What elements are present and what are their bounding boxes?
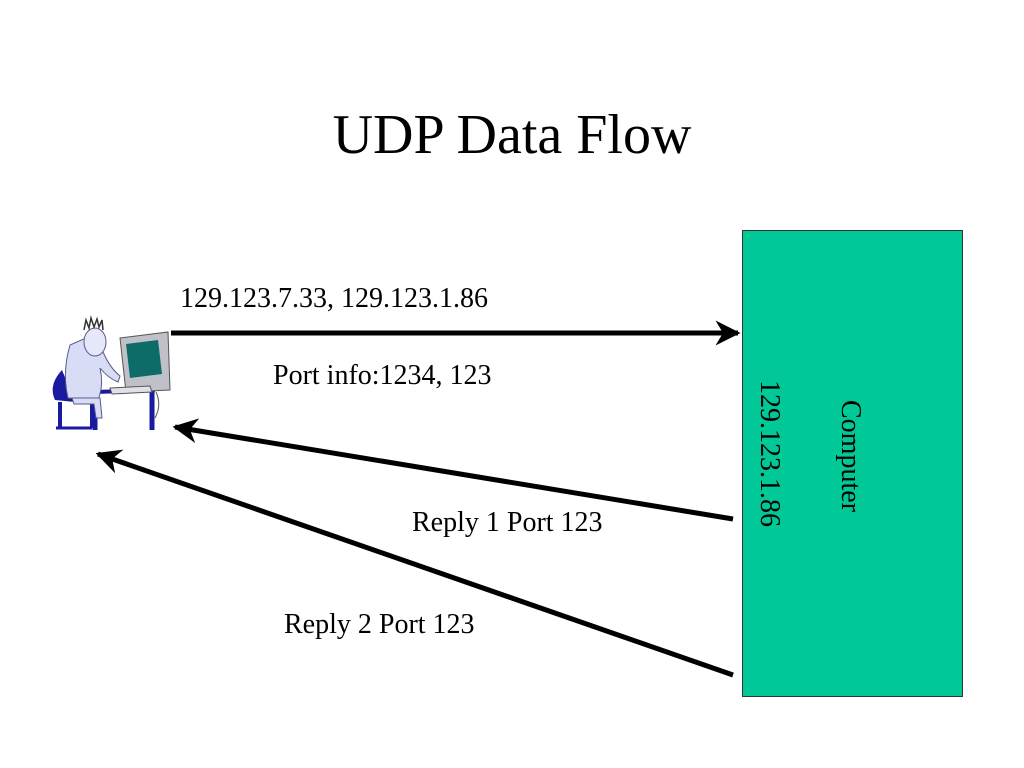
computer-ip-label: 129.123.1.86 (754, 380, 785, 527)
reply2-label: Reply 2 Port 123 (284, 609, 475, 640)
reply1-arrow (172, 418, 734, 522)
computer-box (742, 230, 963, 697)
person-at-computer-icon (52, 315, 171, 430)
reply2-arrow (95, 449, 734, 678)
address-label: 129.123.7.33, 129.123.1.86 (180, 283, 488, 314)
reply1-label: Reply 1 Port 123 (412, 507, 603, 538)
port-info-label: Port info:1234, 123 (273, 360, 492, 391)
computer-label: Computer (835, 400, 866, 512)
slide-title: UDP Data Flow (332, 104, 692, 166)
